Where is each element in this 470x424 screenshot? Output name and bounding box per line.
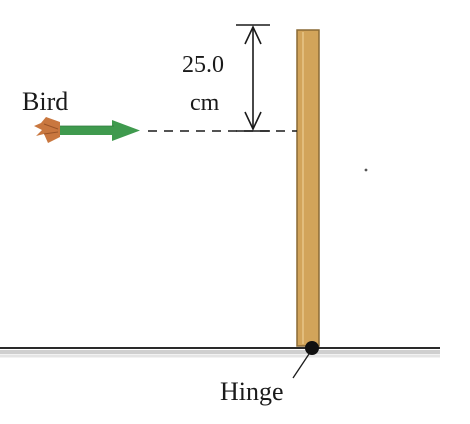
distance-value: 25.0 [182,52,224,78]
bird-tail-icon [34,117,60,143]
hinge-pivot [305,341,319,355]
dimension-marker [236,24,270,132]
hinge-label: Hinge [220,377,284,406]
hinge-leader-line [292,353,310,379]
rod [296,29,320,347]
bird-label: Bird [22,87,68,116]
speck [364,168,368,172]
distance-unit: cm [190,90,220,116]
ground-texture [0,350,440,358]
bird-arrow [58,120,140,141]
